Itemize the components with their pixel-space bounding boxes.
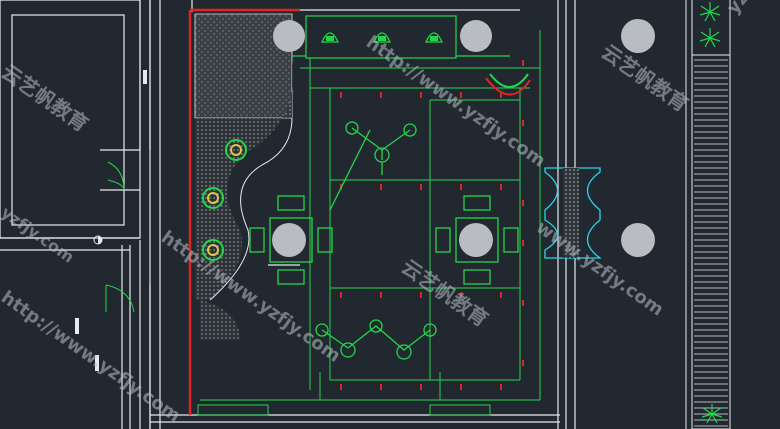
circuit-marker — [380, 292, 382, 298]
left-door-swings — [105, 161, 135, 313]
round-pendants — [202, 139, 247, 261]
circuit-marker — [340, 292, 342, 298]
plant-icons — [699, 2, 723, 424]
niche-fixtures — [320, 32, 444, 43]
watermark-url: http://www.yzfjy.com — [157, 227, 344, 367]
watermark-url: http://www.yzfjy.com — [0, 287, 184, 427]
left-wall-markers — [75, 70, 147, 371]
circuit-marker — [420, 384, 422, 390]
top-right-arch — [485, 73, 531, 96]
right-corridor — [685, 0, 731, 429]
columns — [272, 19, 655, 257]
circuit-marker — [460, 292, 462, 298]
circuit-marker — [522, 240, 524, 246]
circuit-marker — [340, 384, 342, 390]
watermark-brand: 云艺帆教育 — [397, 254, 493, 331]
circuit-marker — [522, 60, 524, 66]
circuit-marker — [420, 292, 422, 298]
circuit-marker — [380, 384, 382, 390]
circuit-marker — [522, 360, 524, 366]
circuit-marker — [460, 92, 462, 98]
table-left — [249, 195, 333, 285]
watermark-brand: 云艺帆教育 — [0, 59, 93, 136]
circuit-marker — [420, 92, 422, 98]
circuit-marker — [522, 300, 524, 306]
circuit-marker — [500, 292, 502, 298]
cyan-decor — [544, 167, 603, 259]
circuit-marker — [460, 184, 462, 190]
circuit-marker — [460, 384, 462, 390]
table-right — [435, 195, 519, 285]
circuit-marker — [420, 184, 422, 190]
circuit-marker — [522, 120, 524, 126]
pendant-cluster-top — [329, 121, 417, 211]
circuit-marker — [340, 92, 342, 98]
top-niche — [292, 15, 510, 59]
pendant-cluster-bottom — [315, 319, 437, 360]
hatched-entry-zone — [194, 13, 294, 340]
circuit-marker — [500, 184, 502, 190]
ceiling-grid — [200, 30, 541, 401]
circuit-marker — [522, 200, 524, 206]
circuit-markers — [340, 60, 524, 390]
circuit-marker — [500, 92, 502, 98]
watermark-url: yzfjy.com — [0, 203, 78, 267]
circuit-marker — [380, 92, 382, 98]
corridor-stripes — [694, 59, 728, 427]
circuit-marker — [500, 384, 502, 390]
circuit-marker — [380, 184, 382, 190]
red-boundary — [188, 8, 300, 415]
bottom-fixtures — [197, 372, 491, 416]
